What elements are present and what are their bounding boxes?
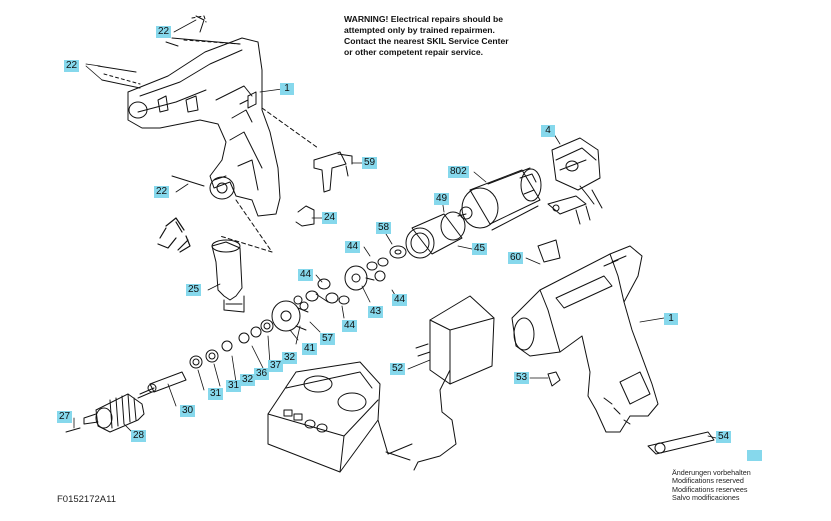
part-label: 44: [342, 320, 358, 332]
part-label: 30: [180, 405, 196, 417]
part-label: 31: [226, 380, 242, 392]
planet-carrier-43-drawing: [305, 265, 375, 305]
part-label: 4: [541, 125, 555, 137]
switch-module-4-drawing: [547, 137, 603, 225]
motor-802-drawing: [457, 167, 542, 231]
recycling-symbol-drawing: [157, 217, 191, 253]
part-label: 1: [664, 313, 678, 325]
warning-line: Contact the nearest SKIL Service Center: [344, 36, 509, 46]
hex-key-54-drawing: [647, 431, 715, 455]
part-label: 60: [508, 252, 524, 264]
washers-drawing: [189, 319, 274, 369]
part-label: 49: [434, 193, 450, 205]
drill-body-drawing: [511, 239, 659, 433]
charger-base-drawing: [267, 361, 413, 473]
part-label: 27: [57, 411, 73, 423]
spindle-30-drawing: [137, 371, 187, 399]
part-label: 52: [390, 363, 406, 375]
screws-22-drawing: [97, 15, 241, 187]
planet-carrier-41-drawing: [271, 295, 309, 332]
part-label: 43: [368, 306, 384, 318]
modifications-line: Änderungen vorbehalten: [672, 468, 751, 477]
part-label: 28: [131, 430, 147, 442]
clip-24-drawing: [295, 205, 315, 227]
part-label: 37: [268, 360, 284, 372]
modifications-note: Änderungen vorbehalten Modifications res…: [672, 468, 751, 502]
part-label: 53: [514, 372, 530, 384]
part-label: 44: [345, 241, 361, 253]
ring-gear-45-drawing: [366, 211, 466, 282]
bit-holder-25-drawing: [211, 239, 245, 313]
part-label: 22: [64, 60, 80, 72]
warning-line: WARNING! Electrical repairs should be: [344, 14, 504, 24]
housing-half-drawing: [127, 37, 319, 253]
part-label: 24: [322, 212, 338, 224]
part-label: 54: [716, 431, 732, 443]
part-label: 44: [298, 269, 314, 281]
part-label: 22: [156, 26, 172, 38]
modifications-line: Modifications reservees: [672, 484, 748, 494]
drawing-code: F0152172A11: [57, 494, 116, 505]
part-label: 25: [186, 284, 202, 296]
part-label: 802: [448, 166, 469, 178]
modifications-line: Modifications reserved: [672, 476, 744, 486]
modifications-line: Salvo modificaciones: [672, 492, 740, 502]
part-label: 57: [320, 333, 336, 345]
leader-lines: [73, 19, 717, 439]
warning-line: attempted only by trained repairmen.: [344, 25, 495, 35]
blank-label-swatch: [747, 450, 762, 461]
wall-adapter-52-drawing: [413, 295, 495, 471]
electrical-repair-warning: WARNING! Electrical repairs should be at…: [344, 14, 544, 58]
part-label: 58: [376, 222, 392, 234]
switch-59-drawing: [313, 151, 353, 193]
clip-53-drawing: [547, 371, 561, 387]
part-label: 36: [254, 368, 270, 380]
part-label: 44: [392, 294, 408, 306]
warning-line: or other competent repair service.: [344, 47, 483, 57]
part-label: 45: [472, 243, 488, 255]
part-label: 1: [280, 83, 294, 95]
part-label: 22: [154, 186, 170, 198]
part-label: 32: [282, 352, 298, 364]
part-label: 31: [208, 388, 224, 400]
part-label: 32: [240, 374, 256, 386]
chuck-28-drawing: [65, 393, 145, 433]
part-label: 41: [302, 343, 318, 355]
part-label: 59: [362, 157, 378, 169]
